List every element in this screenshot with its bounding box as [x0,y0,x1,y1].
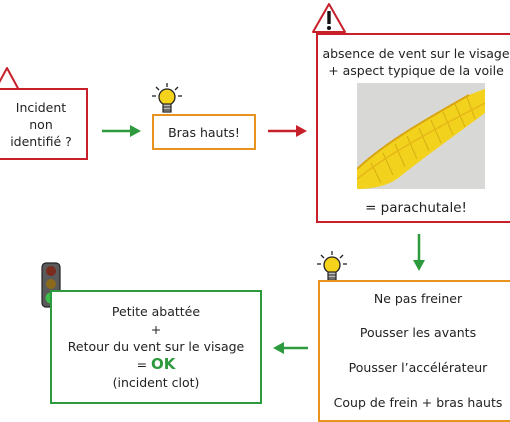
resolution-line1: Petite abattée [111,304,201,319]
lightbulb-icon [152,83,182,113]
arrow-down-green [413,234,425,271]
actions-box: Ne pas freiner Pousser les avants Pousse… [318,280,510,422]
action-item: Pousser l’accélérateur [348,360,488,375]
resolution-line3: Retour du vent sur le visage [67,339,245,354]
incident-line1: Incident [15,100,67,115]
ok-label: OK [151,355,176,373]
bras-hauts-label: Bras hauts! [168,125,240,140]
observation-line2: + aspect typique de la voile [328,63,504,78]
incident-line2: non [29,117,53,132]
bras-hauts-box: Bras hauts! [152,114,256,150]
observation-conclusion: = parachutale! [365,200,467,216]
warning-exclamation-icon [312,3,346,33]
observation-line1: absence de vent sur le visage [322,46,510,61]
paraglider-wing-photo [357,83,485,189]
incident-line3: identifié ? [10,134,72,149]
ok-prefix: = [136,357,152,372]
resolution-ok-line: = OK [52,356,260,373]
arrow-right-red [268,125,307,137]
resolution-line5: (incident clot) [112,375,200,390]
resolution-box: Petite abattée + Retour du vent sur le v… [50,290,262,404]
resolution-line2: + [150,322,162,337]
lightbulb-icon [317,251,347,281]
incident-box: Incident non identifié ? [0,88,88,160]
arrow-right-green [102,125,141,137]
action-item: Coup de frein + bras hauts [333,395,503,410]
action-item: Ne pas freiner [373,291,463,306]
action-item: Pousser les avants [359,325,477,340]
arrow-left-green [273,342,308,354]
